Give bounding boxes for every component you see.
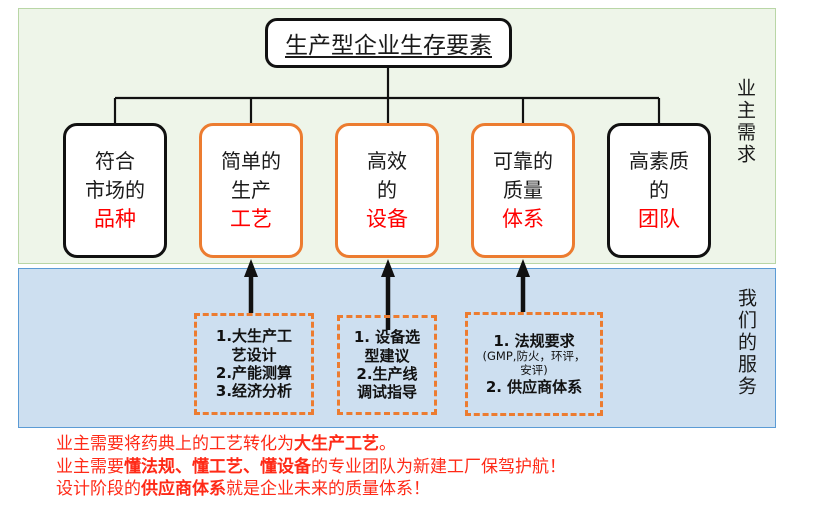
element-line-1: 符合 [95, 149, 135, 173]
service-sub-line: (GMP,防火，环评， [482, 349, 586, 364]
service-line: 2. 供应商体系 [485, 377, 583, 396]
element-line-1: 简单的 [221, 149, 281, 173]
element-keyword: 品种 [94, 207, 136, 231]
our-service-panel [18, 268, 776, 428]
caption-seg-bold: 供应商体系 [141, 479, 226, 500]
service-line: 1. 法规要求 [493, 331, 575, 350]
service-box-process-design[interactable]: 1.大生产工 艺设计 2.产能测算 3.经济分析 [194, 313, 314, 415]
caption-seg: 业主需要 [56, 456, 124, 477]
service-box-equipment-selection[interactable]: 1. 设备选 型建议 2.生产线 调试指导 [337, 315, 437, 415]
service-line: 1. 设备选 [353, 328, 421, 347]
element-keyword: 工艺 [230, 207, 272, 231]
caption-seg: 。 [379, 434, 396, 454]
service-line: 艺设计 [231, 345, 277, 364]
diagram-title-box: 生产型企业生存要素 [265, 18, 512, 68]
caption-seg: 设计阶段的 [56, 479, 141, 500]
page-title: 生产型企业生存要素 [285, 33, 492, 59]
element-line-2: 质量 [503, 178, 543, 202]
element-line-2: 生产 [231, 178, 271, 202]
element-keyword: 团队 [638, 207, 680, 231]
element-box-equipment[interactable]: 高效 的 设备 [335, 123, 439, 258]
caption-seg: 的专业团队为新建工厂保驾护航！ [311, 456, 566, 477]
service-line: 调试指导 [356, 383, 417, 402]
caption-block: 业主需要将药典上的工艺转化为大生产工艺。 业主需要懂法规、懂工艺、懂设备的专业团… [56, 433, 816, 501]
service-line: 2.生产线 [356, 365, 418, 383]
element-box-process[interactable]: 简单的 生产 工艺 [199, 123, 303, 258]
caption-line-3: 设计阶段的供应商体系就是企业未来的质量体系！ [56, 478, 816, 501]
caption-seg-bold: 懂法规、懂工艺、懂设备 [124, 456, 311, 477]
element-line-2: 的 [377, 178, 397, 202]
service-sub-line: 安评) [520, 363, 548, 377]
caption-seg: 业主需要将药典上的工艺转化为 [56, 434, 294, 454]
element-line-1: 高效 [367, 149, 407, 173]
service-line: 2.产能测算 [215, 364, 293, 382]
element-line-2: 市场的 [85, 178, 145, 202]
service-box-regulatory-supplier[interactable]: 1. 法规要求 (GMP,防火，环评， 安评) 2. 供应商体系 [465, 312, 603, 416]
caption-seg: 就是企业未来的质量体系！ [226, 479, 430, 500]
caption-line-1: 业主需要将药典上的工艺转化为大生产工艺。 [56, 433, 816, 456]
element-box-team[interactable]: 高素质 的 团队 [607, 123, 711, 258]
our-service-side-label: 我们的服务 [735, 288, 757, 398]
element-line-1: 高素质 [629, 149, 689, 173]
service-line: 3.经济分析 [215, 382, 293, 401]
element-line-1: 可靠的 [493, 149, 553, 173]
caption-line-2: 业主需要懂法规、懂工艺、懂设备的专业团队为新建工厂保驾护航！ [56, 456, 816, 479]
element-box-quality-system[interactable]: 可靠的 质量 体系 [471, 123, 575, 258]
owner-needs-side-label: 业主需求 [734, 78, 756, 166]
element-box-product[interactable]: 符合 市场的 品种 [63, 123, 167, 258]
element-line-2: 的 [649, 178, 669, 202]
element-keyword: 体系 [502, 207, 544, 231]
service-line: 型建议 [364, 346, 410, 365]
caption-seg-bold: 大生产工艺 [294, 434, 379, 454]
service-line: 1.大生产工 [215, 327, 293, 346]
element-keyword: 设备 [366, 207, 408, 231]
